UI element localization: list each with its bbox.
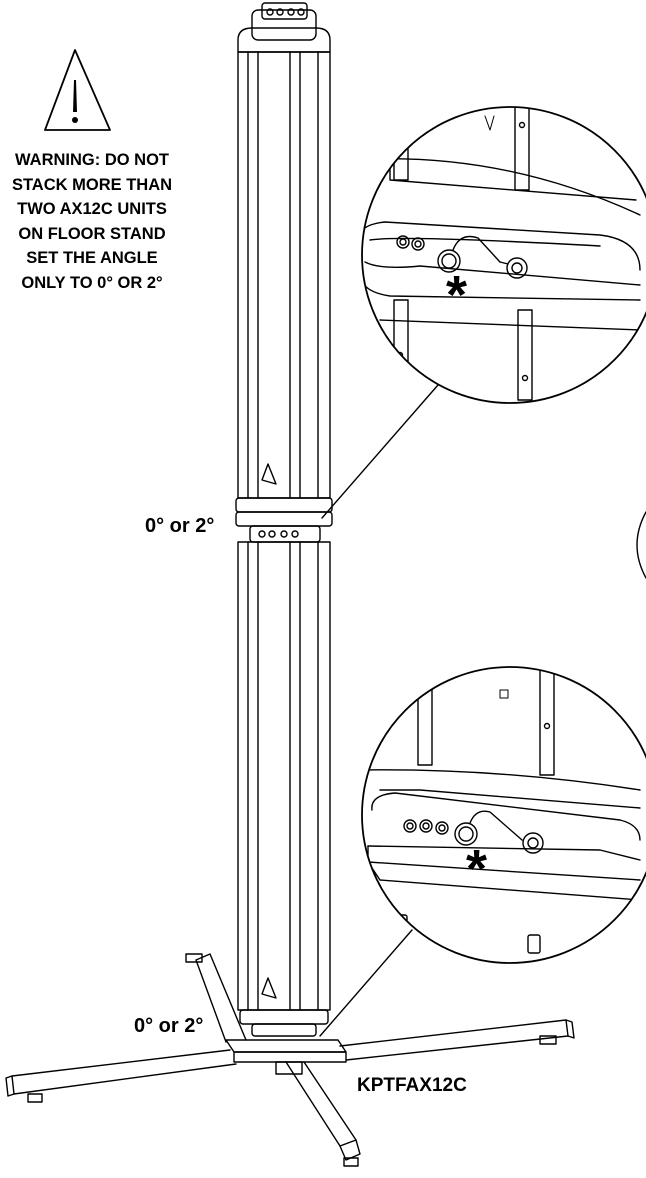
model-label: KPTFAX12C: [357, 1075, 467, 1096]
leader-line-bottom: [319, 929, 413, 1037]
warning-line: WARNING: DO NOT: [15, 151, 169, 169]
detail-marker-top: *: [446, 265, 468, 325]
detail-marker-bottom: *: [466, 839, 488, 899]
top-detail-view: [361, 106, 646, 404]
partial-detail-arc: [636, 511, 646, 579]
warning-line: STACK MORE THAN: [11, 175, 173, 194]
leader-line-top: [321, 384, 439, 519]
warning-triangle-icon: [44, 49, 111, 131]
warning-line: ON FLOOR STAND: [18, 224, 166, 243]
warning-line: SET THE ANGLE: [26, 249, 158, 267]
warning-line: TWO AX12C UNITS: [17, 200, 167, 218]
bottom-detail-view: [361, 666, 646, 964]
warning-text: WARNING: DO NOT STACK MORE THAN TWO AX12…: [0, 148, 212, 295]
bottom-speaker-column: [237, 525, 331, 1037]
top-speaker-column: [235, 2, 333, 527]
warning-line: ONLY TO 0° OR 2°: [21, 273, 163, 292]
floor-stand: [5, 953, 575, 1167]
angle-label-top: 0° or 2°: [145, 515, 215, 537]
angle-label-bottom: 0° or 2°: [134, 1015, 204, 1037]
